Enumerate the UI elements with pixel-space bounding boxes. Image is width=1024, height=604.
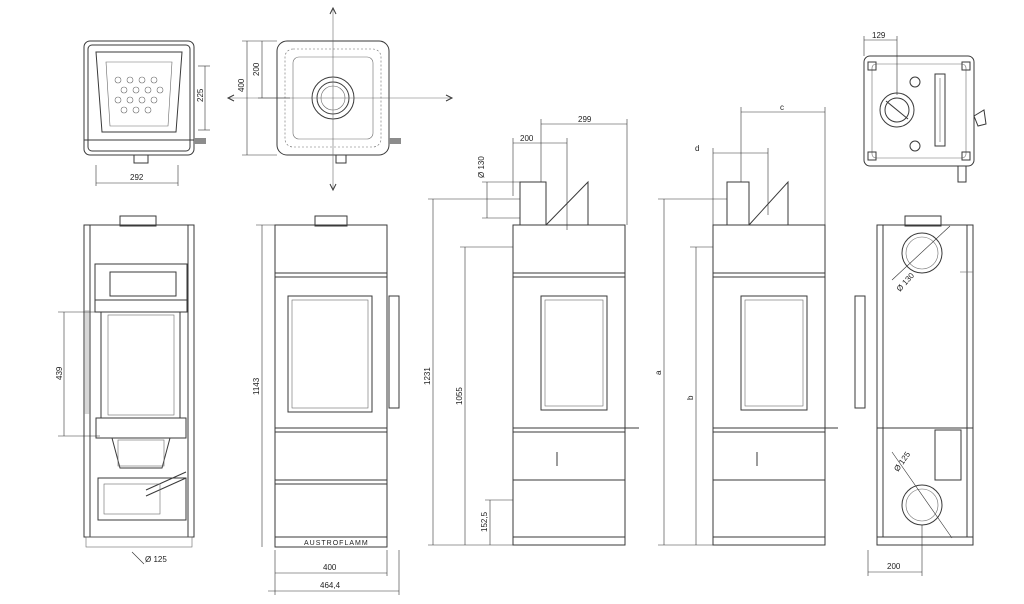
front-view: AUSTROFLAMM 1143 400 464,4 xyxy=(252,215,400,595)
dim-299: 299 xyxy=(578,115,592,124)
brand-logo-text: AUSTROFLAMM xyxy=(304,540,369,547)
dim-200: 200 xyxy=(252,62,261,76)
dim-439: 439 xyxy=(55,366,64,380)
dim-c: c xyxy=(780,103,784,112)
dim-129: 129 xyxy=(872,31,886,40)
dim-400: 400 xyxy=(237,78,246,92)
dim-1143: 1143 xyxy=(252,377,261,395)
side-view-1: 1231 1055 152,5 Ø 130 200 299 xyxy=(423,115,639,546)
dim-1231: 1231 xyxy=(423,367,432,385)
dim-d: d xyxy=(695,144,699,153)
side-view-2: a b c d xyxy=(654,103,838,546)
top-view-grate: 225 292 xyxy=(83,40,210,186)
dim-200-side: 200 xyxy=(520,134,534,143)
dim-225: 225 xyxy=(196,88,205,102)
dim-1055: 1055 xyxy=(455,387,464,405)
dim-292: 292 xyxy=(130,173,144,182)
dim-200-rear: 200 xyxy=(887,562,901,571)
dim-pipe-130: Ø 130 xyxy=(477,156,486,178)
dim-152: 152,5 xyxy=(480,511,489,532)
dim-pipe-bottom: Ø 125 xyxy=(892,450,912,473)
section-view: 439 Ø 125 xyxy=(55,215,195,565)
dim-pipe-125: Ø 125 xyxy=(145,555,167,564)
dim-a: a xyxy=(654,370,663,375)
dim-400-front: 400 xyxy=(323,563,337,572)
rear-view: Ø 130 Ø 125 200 xyxy=(854,215,974,576)
top-view-flue: 400 200 xyxy=(226,6,454,192)
dim-464: 464,4 xyxy=(320,581,341,590)
top-view-rear-outlet: 129 xyxy=(863,31,987,183)
dim-b: b xyxy=(686,395,695,400)
